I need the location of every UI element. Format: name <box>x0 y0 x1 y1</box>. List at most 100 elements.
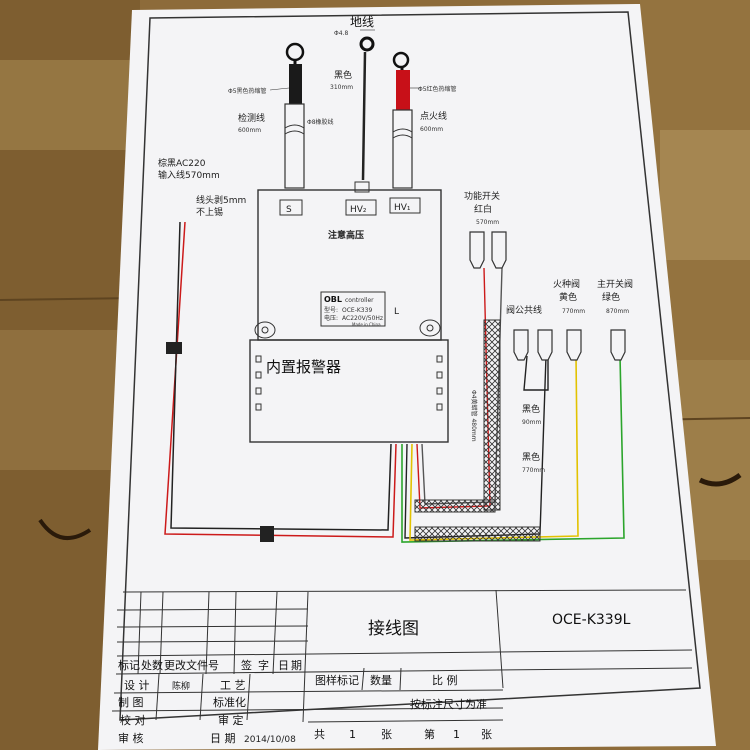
sleeve-label: Φ4黄蜡管 480mm <box>470 390 478 442</box>
rev-header-date-1: 日 <box>278 659 289 672</box>
sheet-unit: 张 <box>481 728 492 741</box>
brand-text: OBL <box>324 295 342 304</box>
common-connector-2 <box>537 329 553 361</box>
label-plate <box>320 291 386 327</box>
terminal-hv1-label: HV₁ <box>394 203 411 213</box>
rubber-wire-label: Φ8橡胶线 <box>307 118 334 126</box>
rev-header-count: 处数 <box>141 659 163 672</box>
terminal-s <box>279 199 303 216</box>
model-value: OCE-K339 <box>342 307 372 314</box>
switch-sleeve <box>483 319 501 511</box>
designer-name: 陈柳 <box>172 680 190 692</box>
red-heat-shrink-label: Φ5红色热缩管 <box>418 85 457 93</box>
standard-label: 标准化 <box>213 695 246 709</box>
drawing-frame <box>119 11 701 721</box>
rev-header-doc: 更改文件号 <box>164 658 219 672</box>
brand-sub: controller <box>345 297 374 304</box>
fire-valve-label-2: 黄色 <box>559 291 577 303</box>
ground-wire-length: 310mm <box>330 84 353 91</box>
design-label: 设 计 <box>124 679 150 692</box>
terminal-s-label: S <box>286 205 292 215</box>
terminal-hv1 <box>389 197 421 214</box>
detect-wire-label: 检测线 <box>238 112 265 124</box>
controller-body <box>249 339 449 443</box>
ground-wire-spec: Φ4.8 <box>334 30 348 37</box>
model-key: 型号: <box>324 306 338 314</box>
ground-wire-color: 黑色 <box>334 69 352 81</box>
scale-label: 比 例 <box>432 673 458 687</box>
cable-clip-1 <box>166 342 182 354</box>
review-label: 审 核 <box>118 731 144 745</box>
ignite-wire-label: 点火线 <box>420 110 447 122</box>
fire-valve-connector <box>566 329 582 361</box>
common-connector-1 <box>513 329 529 361</box>
ignite-wire-sleeve <box>392 109 413 189</box>
function-switch-label-2: 红白 <box>474 203 492 215</box>
function-switch-label-1: 功能开关 <box>464 190 500 202</box>
input-wire-black <box>170 221 392 531</box>
black-heat-shrink <box>289 64 302 104</box>
main-sleeve <box>414 526 541 542</box>
strip-note-2: 不上锡 <box>196 207 223 218</box>
switch-connector-white <box>491 231 507 269</box>
sheet-label: 第 <box>424 727 435 741</box>
draw-label: 制 图 <box>118 696 144 709</box>
power-value: AC220V/50Hz <box>342 315 383 322</box>
high-voltage-warning: 注意高压 <box>328 229 364 241</box>
detect-wire-sleeve <box>284 103 305 189</box>
function-switch-length: 570mm <box>476 219 499 226</box>
craft-label: 工 艺 <box>220 679 246 692</box>
fire-valve-length: 770mm <box>562 308 585 315</box>
mount-hole-left <box>254 321 276 339</box>
black-770-length: 770mm <box>522 467 545 474</box>
ground-ring-icon <box>359 36 375 52</box>
detect-wire-length: 600mm <box>238 127 261 134</box>
mount-hole-right <box>419 319 441 337</box>
drawing-model: OCE-K339L <box>552 612 631 628</box>
main-valve-connector <box>610 329 626 361</box>
ignite-wire-length: 600mm <box>420 126 443 133</box>
terminal-hv2 <box>345 199 377 216</box>
main-valve-label-1: 主开关阀 <box>597 278 633 290</box>
qty-label: 数量 <box>370 674 392 687</box>
rev-header-sign-1: 签 <box>241 658 252 672</box>
ground-wire <box>361 51 367 181</box>
audit-label: 审 定 <box>218 713 244 727</box>
drawing-title: 接线图 <box>368 619 419 639</box>
title-block-grid <box>111 589 693 723</box>
check-label: 校 对 <box>120 713 146 727</box>
strip-note-1: 线头剥5mm <box>196 194 246 206</box>
input-wire-label-2: 输入线570mm <box>158 169 220 181</box>
total-num: 1 <box>349 728 356 741</box>
side-letter: L <box>394 307 399 317</box>
black-heat-shrink-label: Φ5黑色热缩管 <box>228 87 267 95</box>
power-key: 电压: <box>324 314 338 322</box>
switch-connector-red <box>469 231 485 269</box>
rev-header-date-2: 期 <box>291 659 302 672</box>
rev-header-mark: 标记 <box>118 658 140 672</box>
black-90-color: 黑色 <box>522 403 540 415</box>
mark-label: 图样标记 <box>315 673 359 687</box>
scale-value: 按标注尺寸为准 <box>410 697 487 711</box>
vent-slots <box>255 355 443 411</box>
common-valve-label: 阀公共线 <box>506 304 542 316</box>
red-heat-shrink <box>396 70 410 110</box>
sheet-num: 1 <box>453 728 460 741</box>
black-770-color: 黑色 <box>522 451 540 463</box>
input-wire-label-1: 棕黑AC220 <box>158 157 206 169</box>
black-90-length: 90mm <box>522 419 541 426</box>
handwritten-note: 内置报警器 <box>266 358 341 376</box>
total-label: 共 <box>314 728 325 741</box>
main-valve-label-2: 绿色 <box>602 291 620 303</box>
rev-header-sign-2: 字 <box>258 658 269 672</box>
ground-wire-label: 地线 <box>350 15 374 29</box>
terminal-hv2-label: HV₂ <box>350 205 367 215</box>
total-unit: 张 <box>381 728 392 741</box>
fire-valve-label-1: 火种阀 <box>553 278 580 290</box>
paper <box>98 4 716 750</box>
main-valve-length: 870mm <box>606 308 629 315</box>
made-in: Made in China <box>352 322 381 327</box>
cable-clip-2 <box>260 526 274 542</box>
date-value: 2014/10/08 <box>244 735 296 745</box>
